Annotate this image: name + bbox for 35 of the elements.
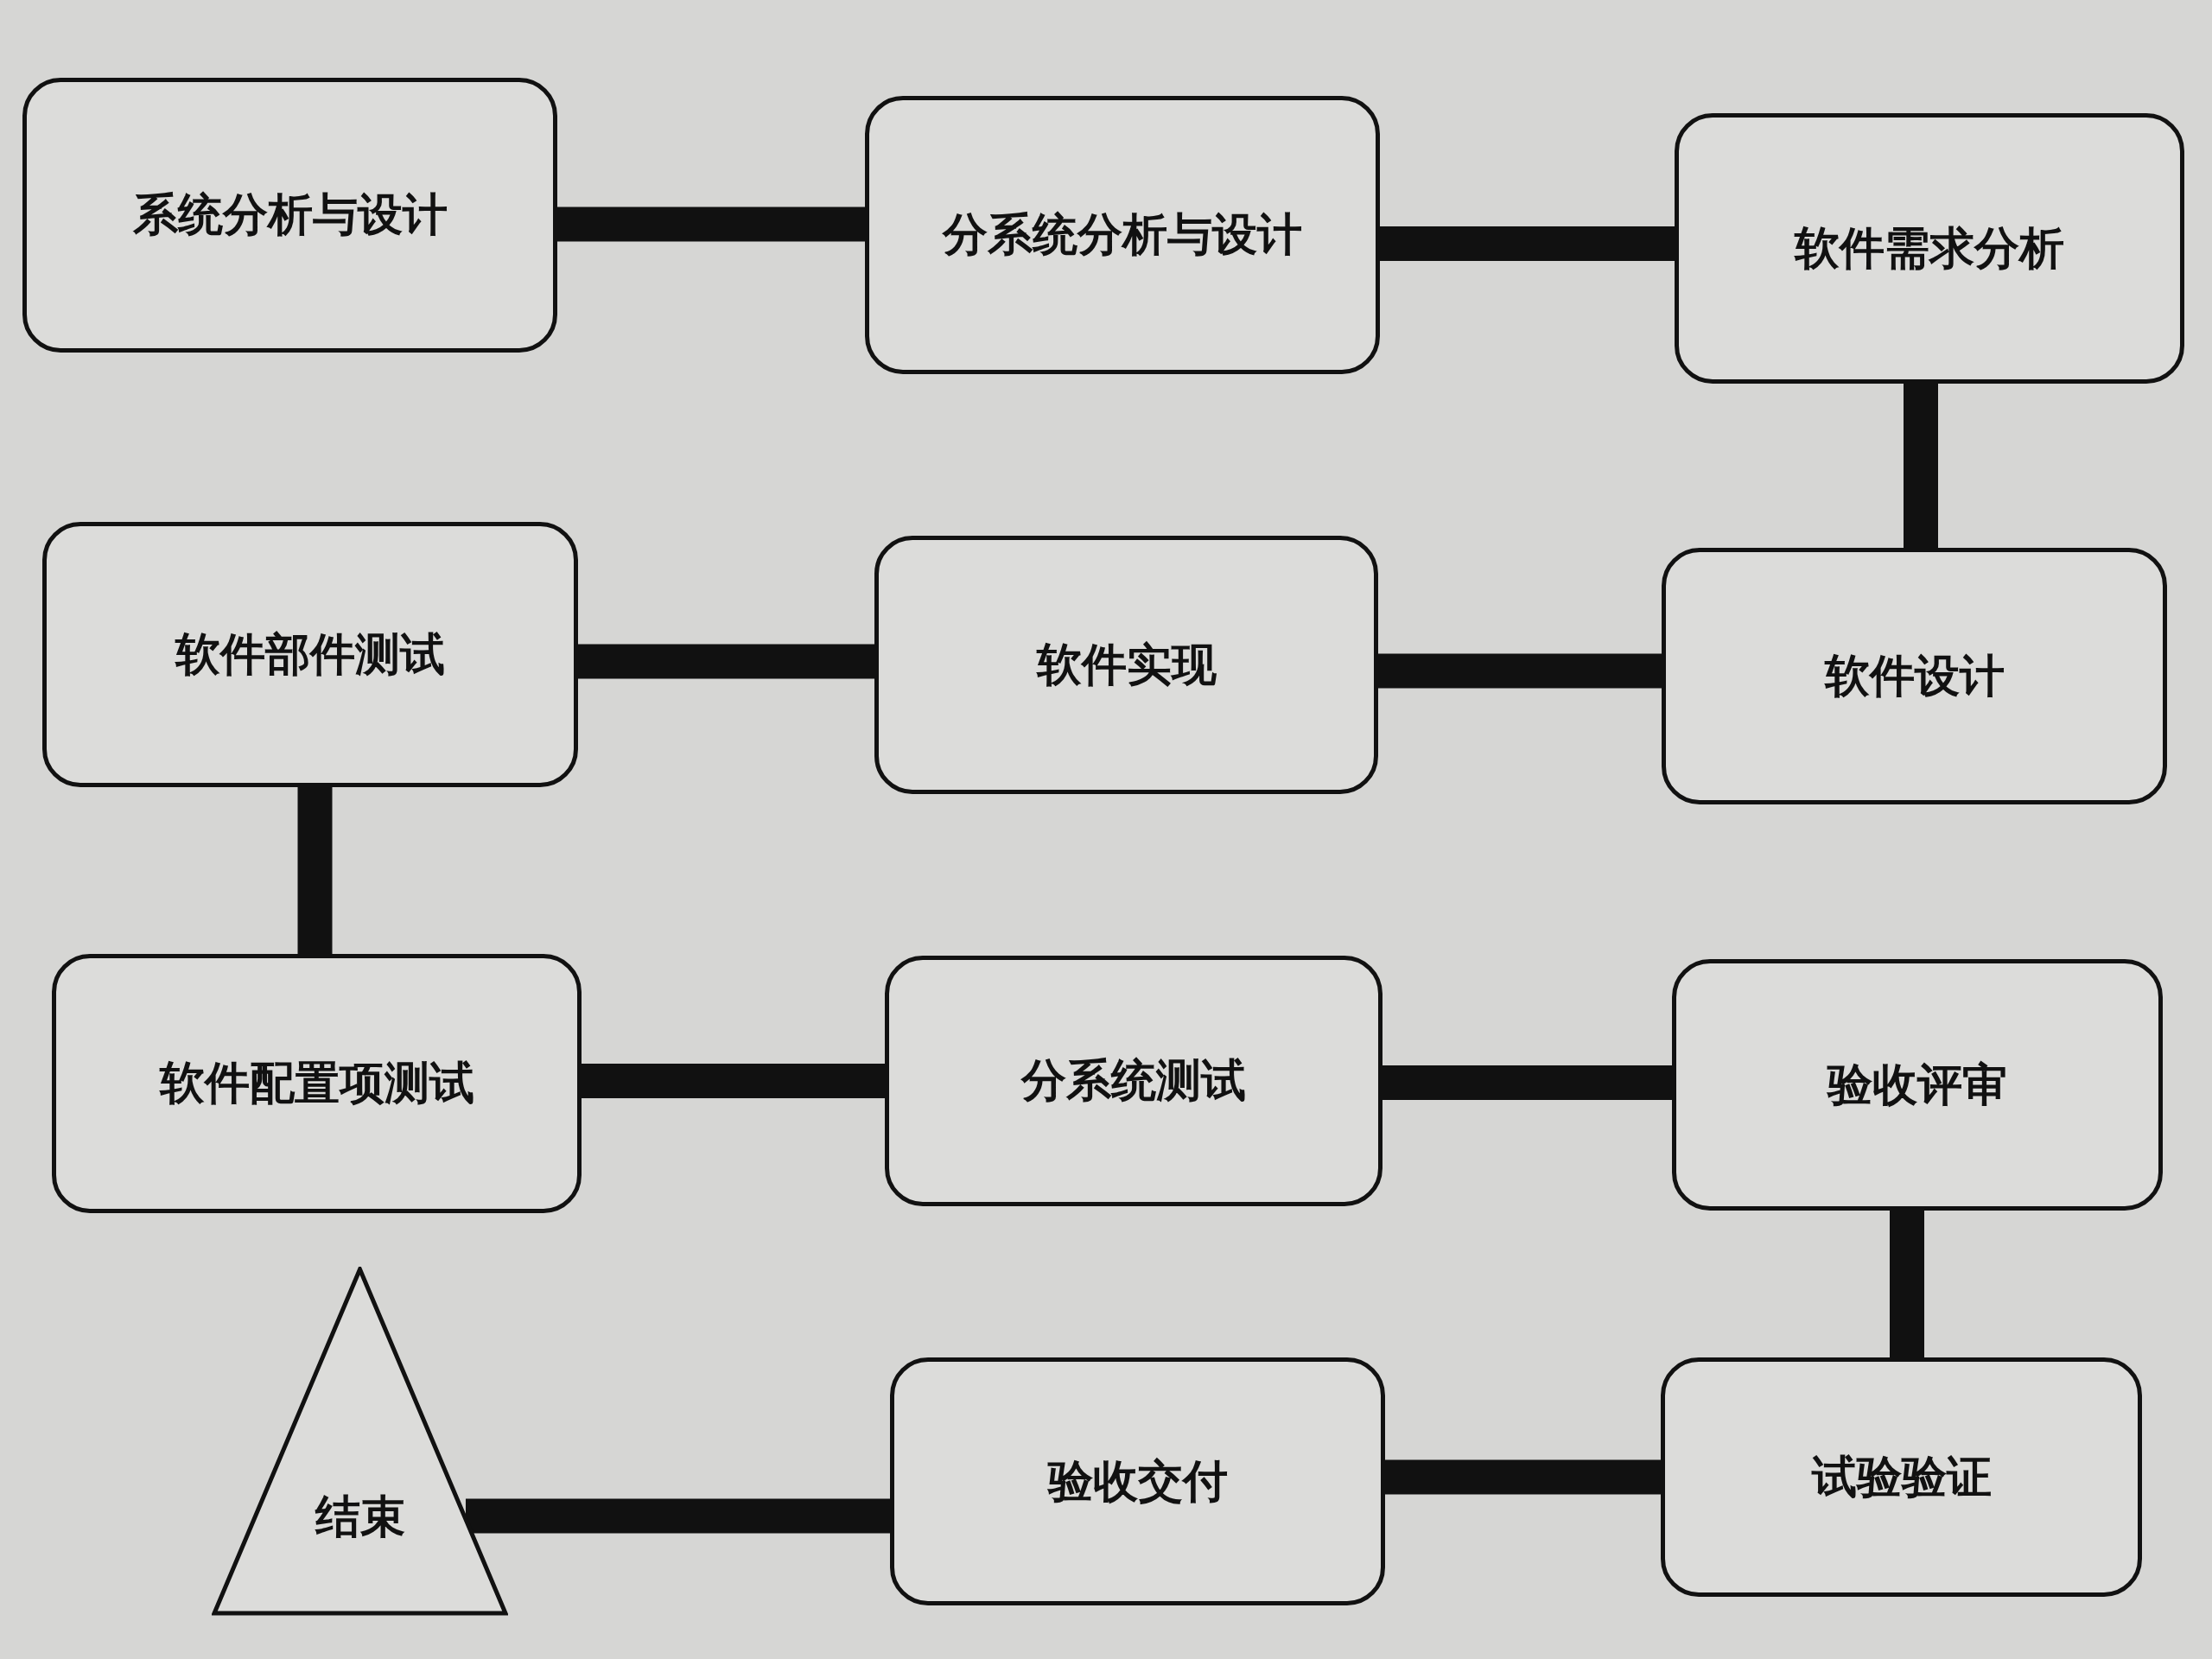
process-box: [1672, 959, 2163, 1211]
box-label: 分系统测试: [1021, 1053, 1246, 1109]
box-label: 系统分析与设计: [132, 188, 448, 243]
connector-bar: [1385, 1459, 1661, 1495]
connector-bar: [1378, 653, 1662, 689]
process-box: [22, 78, 557, 353]
process-box: [865, 96, 1380, 374]
box-label: 软件部件测试: [175, 626, 445, 682]
box-label: 试验验证: [1811, 1449, 1992, 1504]
process-box: [42, 522, 578, 787]
process-box: [885, 956, 1382, 1206]
box-label: 软件配置项测试: [159, 1056, 474, 1111]
box-label: 软件实现: [1036, 637, 1217, 692]
process-box: [874, 536, 1378, 794]
connector-bar: [557, 207, 865, 242]
box-label: 验收交付: [1047, 1453, 1228, 1509]
connector-bar: [1890, 1211, 1924, 1357]
process-box: [1675, 113, 2184, 384]
process-box: [1661, 1357, 2142, 1597]
box-label: 软件设计: [1824, 648, 2005, 703]
connector-bar: [1380, 226, 1675, 261]
box-label: 软件需求分析: [1795, 220, 2064, 276]
connector-bar: [465, 1498, 890, 1534]
connector-bar: [578, 644, 874, 679]
connector-bar: [582, 1064, 885, 1098]
process-box: [1662, 548, 2167, 804]
box-label: 结束: [314, 1490, 406, 1545]
end-triangle: [212, 1267, 508, 1616]
process-box: [890, 1357, 1385, 1605]
connector-bar: [1904, 384, 1938, 548]
box-label: 分系统分析与设计: [943, 207, 1302, 263]
process-box: [52, 954, 582, 1213]
connector-bar: [1382, 1065, 1672, 1100]
box-label: 验收评审: [1827, 1057, 2007, 1112]
connector-bar: [297, 787, 333, 954]
